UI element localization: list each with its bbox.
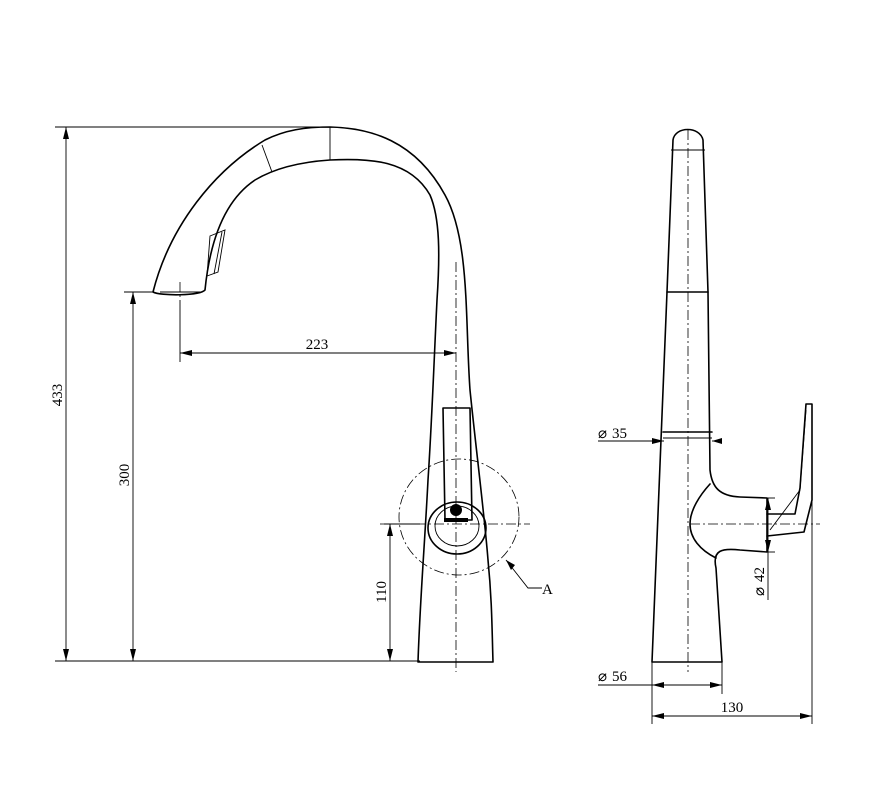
dim-d42-symbol: ⌀: [752, 587, 768, 596]
dim-110-label: 110: [374, 581, 390, 603]
dim-433-label: 433: [50, 384, 66, 407]
dim-d35-symbol: ⌀: [598, 426, 607, 442]
side-handle-lever: [766, 403, 813, 537]
dim-d56-symbol: ⌀: [598, 669, 607, 685]
spout-joint-line: [261, 144, 273, 173]
front-handle-cartridge: [427, 501, 487, 555]
side-view: [651, 128, 820, 672]
spray-button: [206, 229, 226, 277]
detail-a-arrow: [506, 560, 515, 570]
detail-circle-a: [398, 458, 520, 576]
dim-d56-label: 56: [612, 669, 628, 685]
spray-button-line: [213, 231, 223, 275]
dim-130-label: 130: [721, 700, 744, 716]
dim-223-label: 223: [306, 337, 329, 353]
side-body-outline: [651, 291, 768, 663]
front-dimensions: 433 300 110 223: [50, 126, 456, 662]
dim-300-label: 300: [117, 464, 133, 487]
dim-d35-label: 35: [612, 426, 627, 442]
front-handle-lever: [442, 407, 473, 521]
detail-a-label: A: [542, 582, 553, 598]
dim-d42-label: 42: [752, 567, 768, 582]
side-handle-lever-inner: [769, 409, 807, 531]
side-handle-boss: [689, 483, 717, 559]
front-body-outline: [152, 126, 494, 663]
detail-a-leader: [505, 559, 542, 589]
side-dimensions: ⌀ 35 ⌀ 42 ⌀ 56 130: [598, 426, 813, 724]
side-spray-head: [666, 128, 709, 293]
front-view: A: [152, 126, 553, 672]
